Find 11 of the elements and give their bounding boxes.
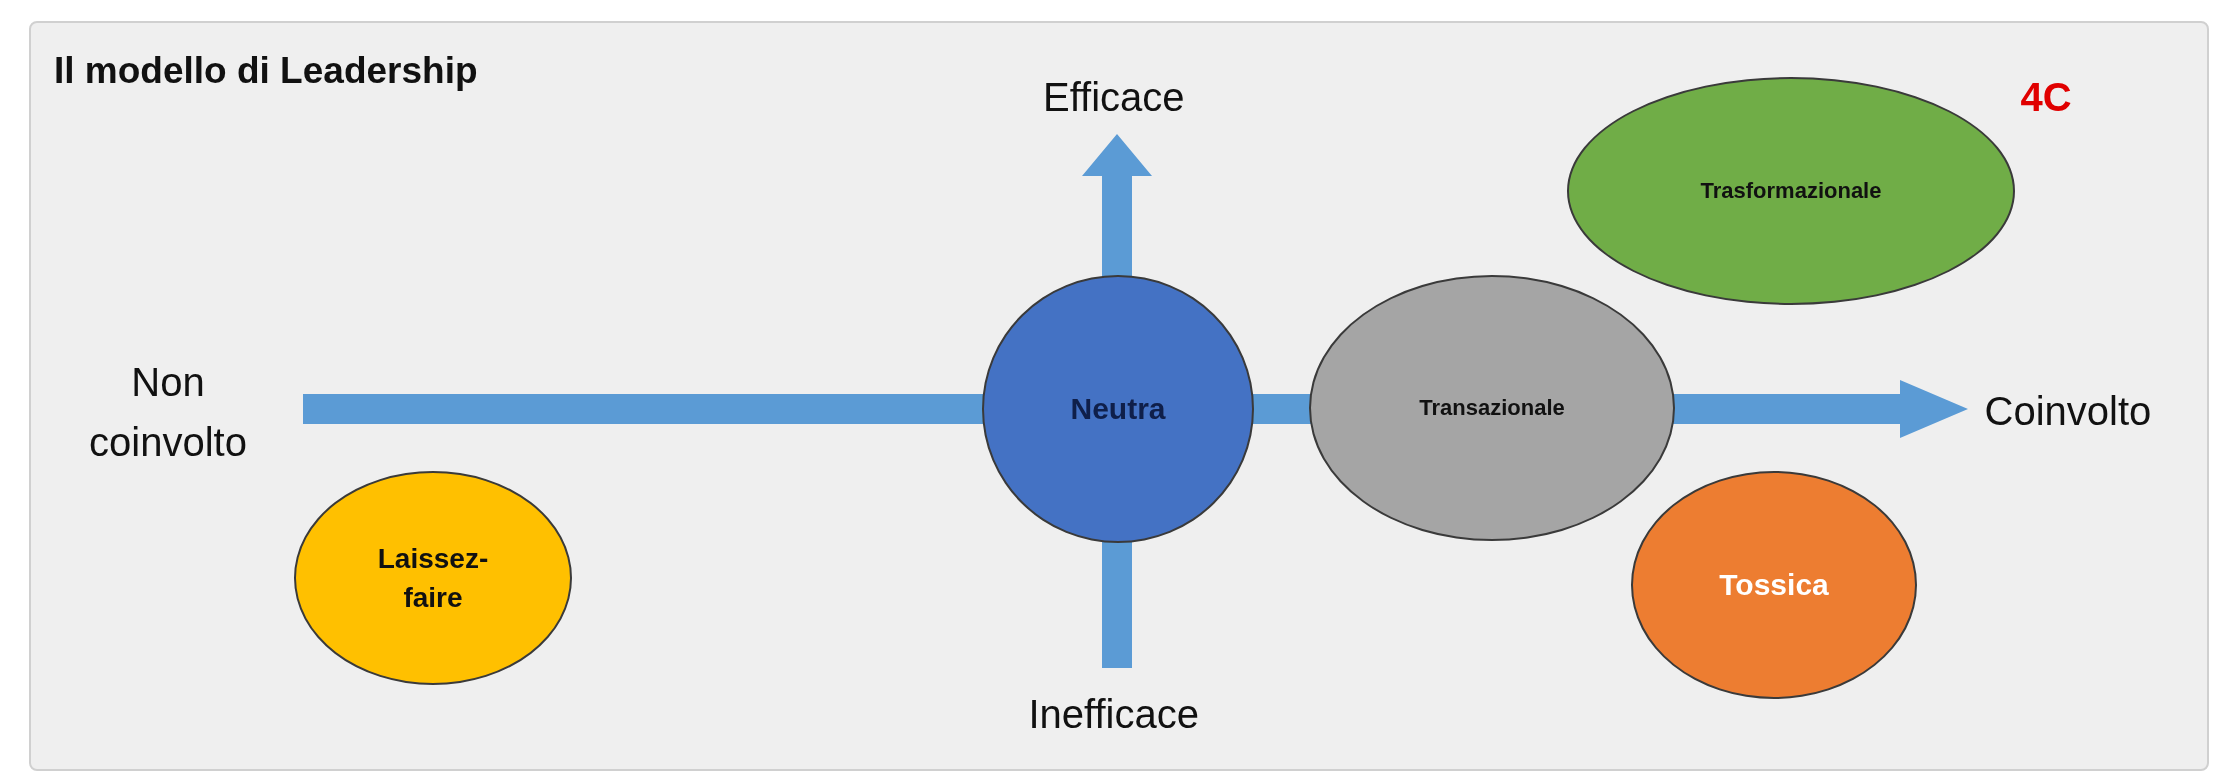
axis-label: Non coinvolto bbox=[88, 359, 248, 466]
axis-label: Coinvolto bbox=[1984, 388, 2152, 434]
model-label: 4C bbox=[2020, 74, 2072, 120]
node-label: Tossica bbox=[1719, 568, 1829, 602]
node-label: Neutra bbox=[1070, 392, 1166, 426]
node-label: Laissez-faire bbox=[376, 541, 490, 615]
axis-label: Inefficace bbox=[1028, 691, 1199, 737]
diagram-title: Il modello di Leadership bbox=[54, 50, 478, 92]
node-label: Transazionale bbox=[1419, 395, 1565, 421]
node-label: Trasformazionale bbox=[1700, 178, 1882, 204]
axis-label: Efficace bbox=[1043, 74, 1185, 120]
